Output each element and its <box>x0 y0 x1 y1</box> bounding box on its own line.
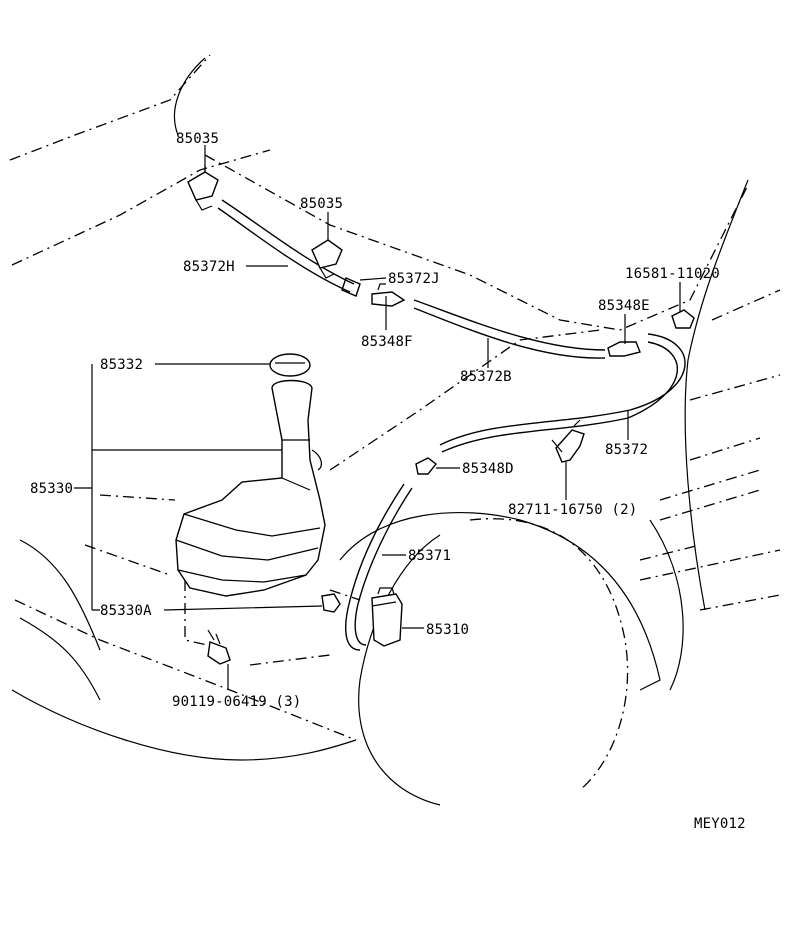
hoses <box>217 199 686 651</box>
leader-85330 <box>74 364 282 610</box>
washer-reservoir <box>175 379 326 597</box>
washer-nozzle-b <box>311 239 343 279</box>
bolt-90119 <box>207 629 231 665</box>
washer-pump <box>371 587 403 647</box>
label-85348D: 85348D <box>462 461 514 477</box>
body-side-line-4 <box>659 489 761 521</box>
hose-85371 <box>345 483 413 651</box>
connector-85348E <box>607 341 641 357</box>
body-side-line-5 <box>639 549 781 581</box>
hose-85372H <box>217 199 355 293</box>
apron-line-2 <box>84 544 171 576</box>
leader-85330A <box>92 605 323 611</box>
body-outline <box>9 54 781 806</box>
parts <box>175 165 695 665</box>
skirt-line <box>639 544 701 561</box>
wheel-arch-outer <box>339 511 661 691</box>
body-side-line <box>711 289 781 321</box>
hose-85372B <box>413 299 606 359</box>
cowl-line <box>11 149 271 266</box>
body-side-line-2 <box>689 374 781 401</box>
clip-16581 <box>671 309 695 329</box>
label-85372B: 85372B <box>460 369 512 385</box>
diagram-code: MEY012 <box>694 816 746 832</box>
fender-inner-line <box>329 329 601 471</box>
label-82711-16750: 82711-16750 (2) <box>508 502 637 518</box>
washer-nozzle-a <box>187 165 219 211</box>
wheel-arch-front <box>649 519 684 691</box>
hose-85372 <box>439 333 686 453</box>
body-side-line-3 <box>689 437 761 461</box>
part-labels: 85035 85035 85372H 85372J 85348F 85372B … <box>30 131 746 832</box>
clamp-82711 <box>551 419 585 463</box>
label-85332: 85332 <box>100 357 143 373</box>
apron-line <box>99 494 176 501</box>
leader-lines <box>74 145 681 690</box>
apron-line-3 <box>329 589 361 601</box>
fender-edge <box>684 179 749 611</box>
hood-curve <box>173 57 206 136</box>
hood-edge-line <box>9 54 211 161</box>
label-16581-11020: 16581-11020 <box>625 266 720 282</box>
mount-line-2 <box>249 654 331 666</box>
wheel-housing <box>358 534 441 806</box>
label-85348E: 85348E <box>598 298 650 314</box>
label-85035-a: 85035 <box>176 131 219 147</box>
leader-85372J <box>359 277 387 281</box>
front-edge-b <box>19 617 101 701</box>
connector-85348F <box>371 283 406 307</box>
label-85371: 85371 <box>408 548 451 564</box>
body-side-line-6 <box>699 594 781 611</box>
label-85310: 85310 <box>426 622 469 638</box>
label-85330: 85330 <box>30 481 73 497</box>
grommet-85330A <box>321 593 341 613</box>
connector-85348D <box>415 457 437 475</box>
fender-apron-line <box>659 469 761 501</box>
bumper-curve <box>11 689 357 761</box>
fender-top-line <box>204 154 749 331</box>
reservoir-cap <box>269 353 311 377</box>
label-85372: 85372 <box>605 442 648 458</box>
wheel-arch-inner <box>469 518 629 791</box>
label-85372J: 85372J <box>388 271 440 287</box>
label-85330A: 85330A <box>100 603 152 619</box>
label-85372H: 85372H <box>183 259 235 275</box>
hose-stub-85372J <box>341 277 361 297</box>
label-85348F: 85348F <box>361 334 413 350</box>
label-90119-06419: 90119-06419 (3) <box>172 694 301 710</box>
front-edge-a <box>19 539 101 651</box>
lower-body-line <box>14 599 357 741</box>
label-85035-b: 85035 <box>300 196 343 212</box>
